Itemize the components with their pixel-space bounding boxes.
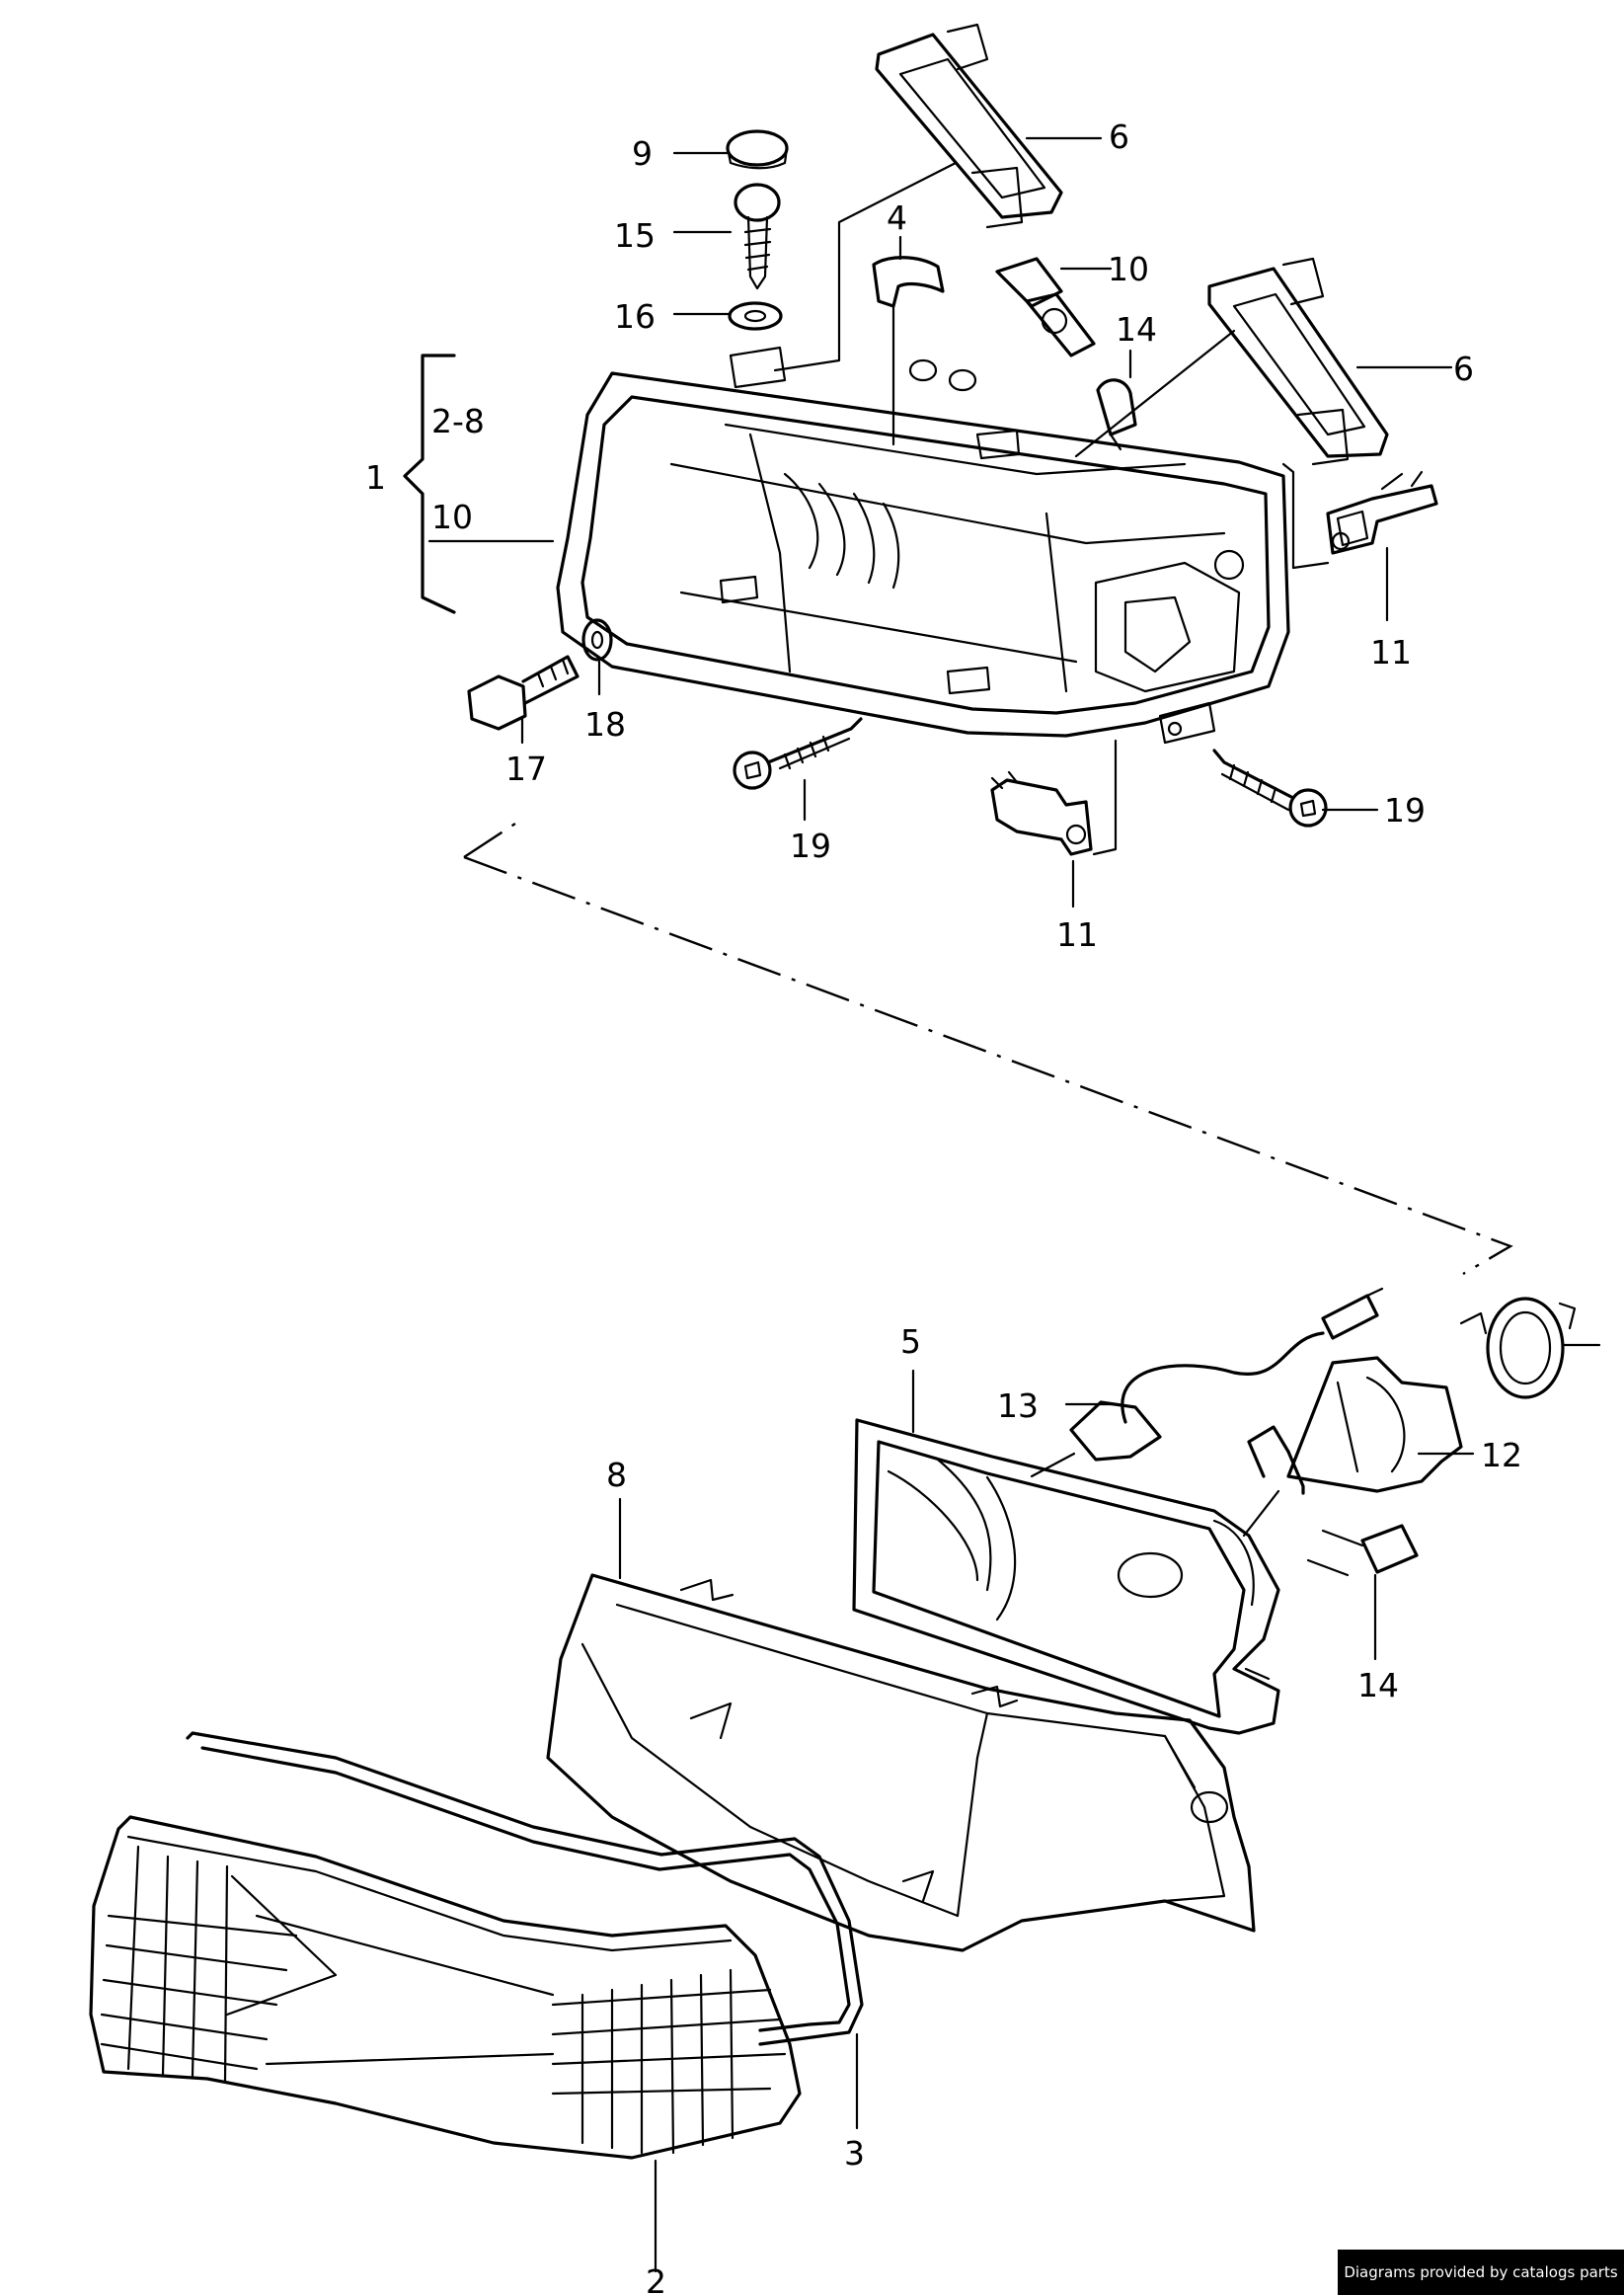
- alignment-dash-line: [463, 820, 1513, 1276]
- callout-11-right: 11: [1370, 633, 1412, 672]
- callout-16: 16: [614, 297, 656, 336]
- callout-14-bottom: 14: [1357, 1666, 1399, 1704]
- part-6-top-clip: [875, 23, 1063, 229]
- part-17-bolt: [467, 655, 580, 731]
- part-12-headlight-bulb: [1247, 1356, 1463, 1495]
- part-3-gasket: [186, 1731, 864, 2046]
- part-14-upper-bulb: [1096, 378, 1137, 451]
- part-11-right-adjuster: [1326, 470, 1438, 555]
- callout-9: 9: [632, 134, 653, 173]
- callout-8: 8: [606, 1456, 627, 1494]
- part-19-left-screw: [733, 717, 863, 790]
- callout-2: 2: [646, 2262, 666, 2295]
- part-8-frame: [546, 1573, 1256, 1952]
- part-9-cap: [726, 129, 789, 170]
- part-15-screw: [734, 183, 781, 290]
- part-18-washer: [581, 618, 613, 662]
- callout-5: 5: [900, 1322, 921, 1361]
- callout-11-bottom: 11: [1056, 915, 1098, 954]
- callout-19-left: 19: [790, 827, 831, 865]
- part-11-bottom-adjuster: [990, 770, 1093, 856]
- watermark-credit: Diagrams provided by catalogs parts: [1338, 2250, 1624, 2295]
- part-14-lower-bulb: [1306, 1524, 1419, 1577]
- callout-2-8: 2-8: [431, 402, 485, 440]
- part-4-clip: [872, 256, 945, 308]
- callout-18: 18: [584, 705, 626, 744]
- part-6-right-clip: [1207, 257, 1389, 466]
- callout-10-bulb: 10: [1108, 250, 1149, 288]
- lower-leader-lines: [618, 1369, 1475, 2273]
- part-10-bulb: [995, 257, 1096, 357]
- part-7-retaining-ring: [1459, 1297, 1601, 1399]
- part-19-right-screw: [1212, 749, 1328, 828]
- part-5-reflector: [852, 1418, 1280, 1735]
- upper-leader-lines: [520, 136, 1453, 909]
- callout-6-right: 6: [1453, 350, 1474, 388]
- callout-6-top: 6: [1109, 118, 1129, 156]
- callout-4: 4: [887, 198, 907, 237]
- callout-12: 12: [1481, 1436, 1522, 1474]
- assembly-bracket: [403, 354, 555, 614]
- callout-13: 13: [997, 1386, 1039, 1425]
- callout-3: 3: [844, 2134, 865, 2173]
- callout-19-right: 19: [1384, 791, 1426, 830]
- callout-14-top: 14: [1116, 310, 1157, 349]
- part-13-bulb-wire: [1030, 1287, 1384, 1478]
- callout-15: 15: [614, 216, 656, 255]
- callout-17: 17: [505, 750, 547, 788]
- callout-1: 1: [365, 458, 386, 497]
- headlight-housing-frame: [556, 346, 1290, 745]
- part-16-washer: [728, 301, 783, 331]
- callout-10-bracket: 10: [431, 498, 473, 536]
- part-2-lens: [89, 1815, 802, 2160]
